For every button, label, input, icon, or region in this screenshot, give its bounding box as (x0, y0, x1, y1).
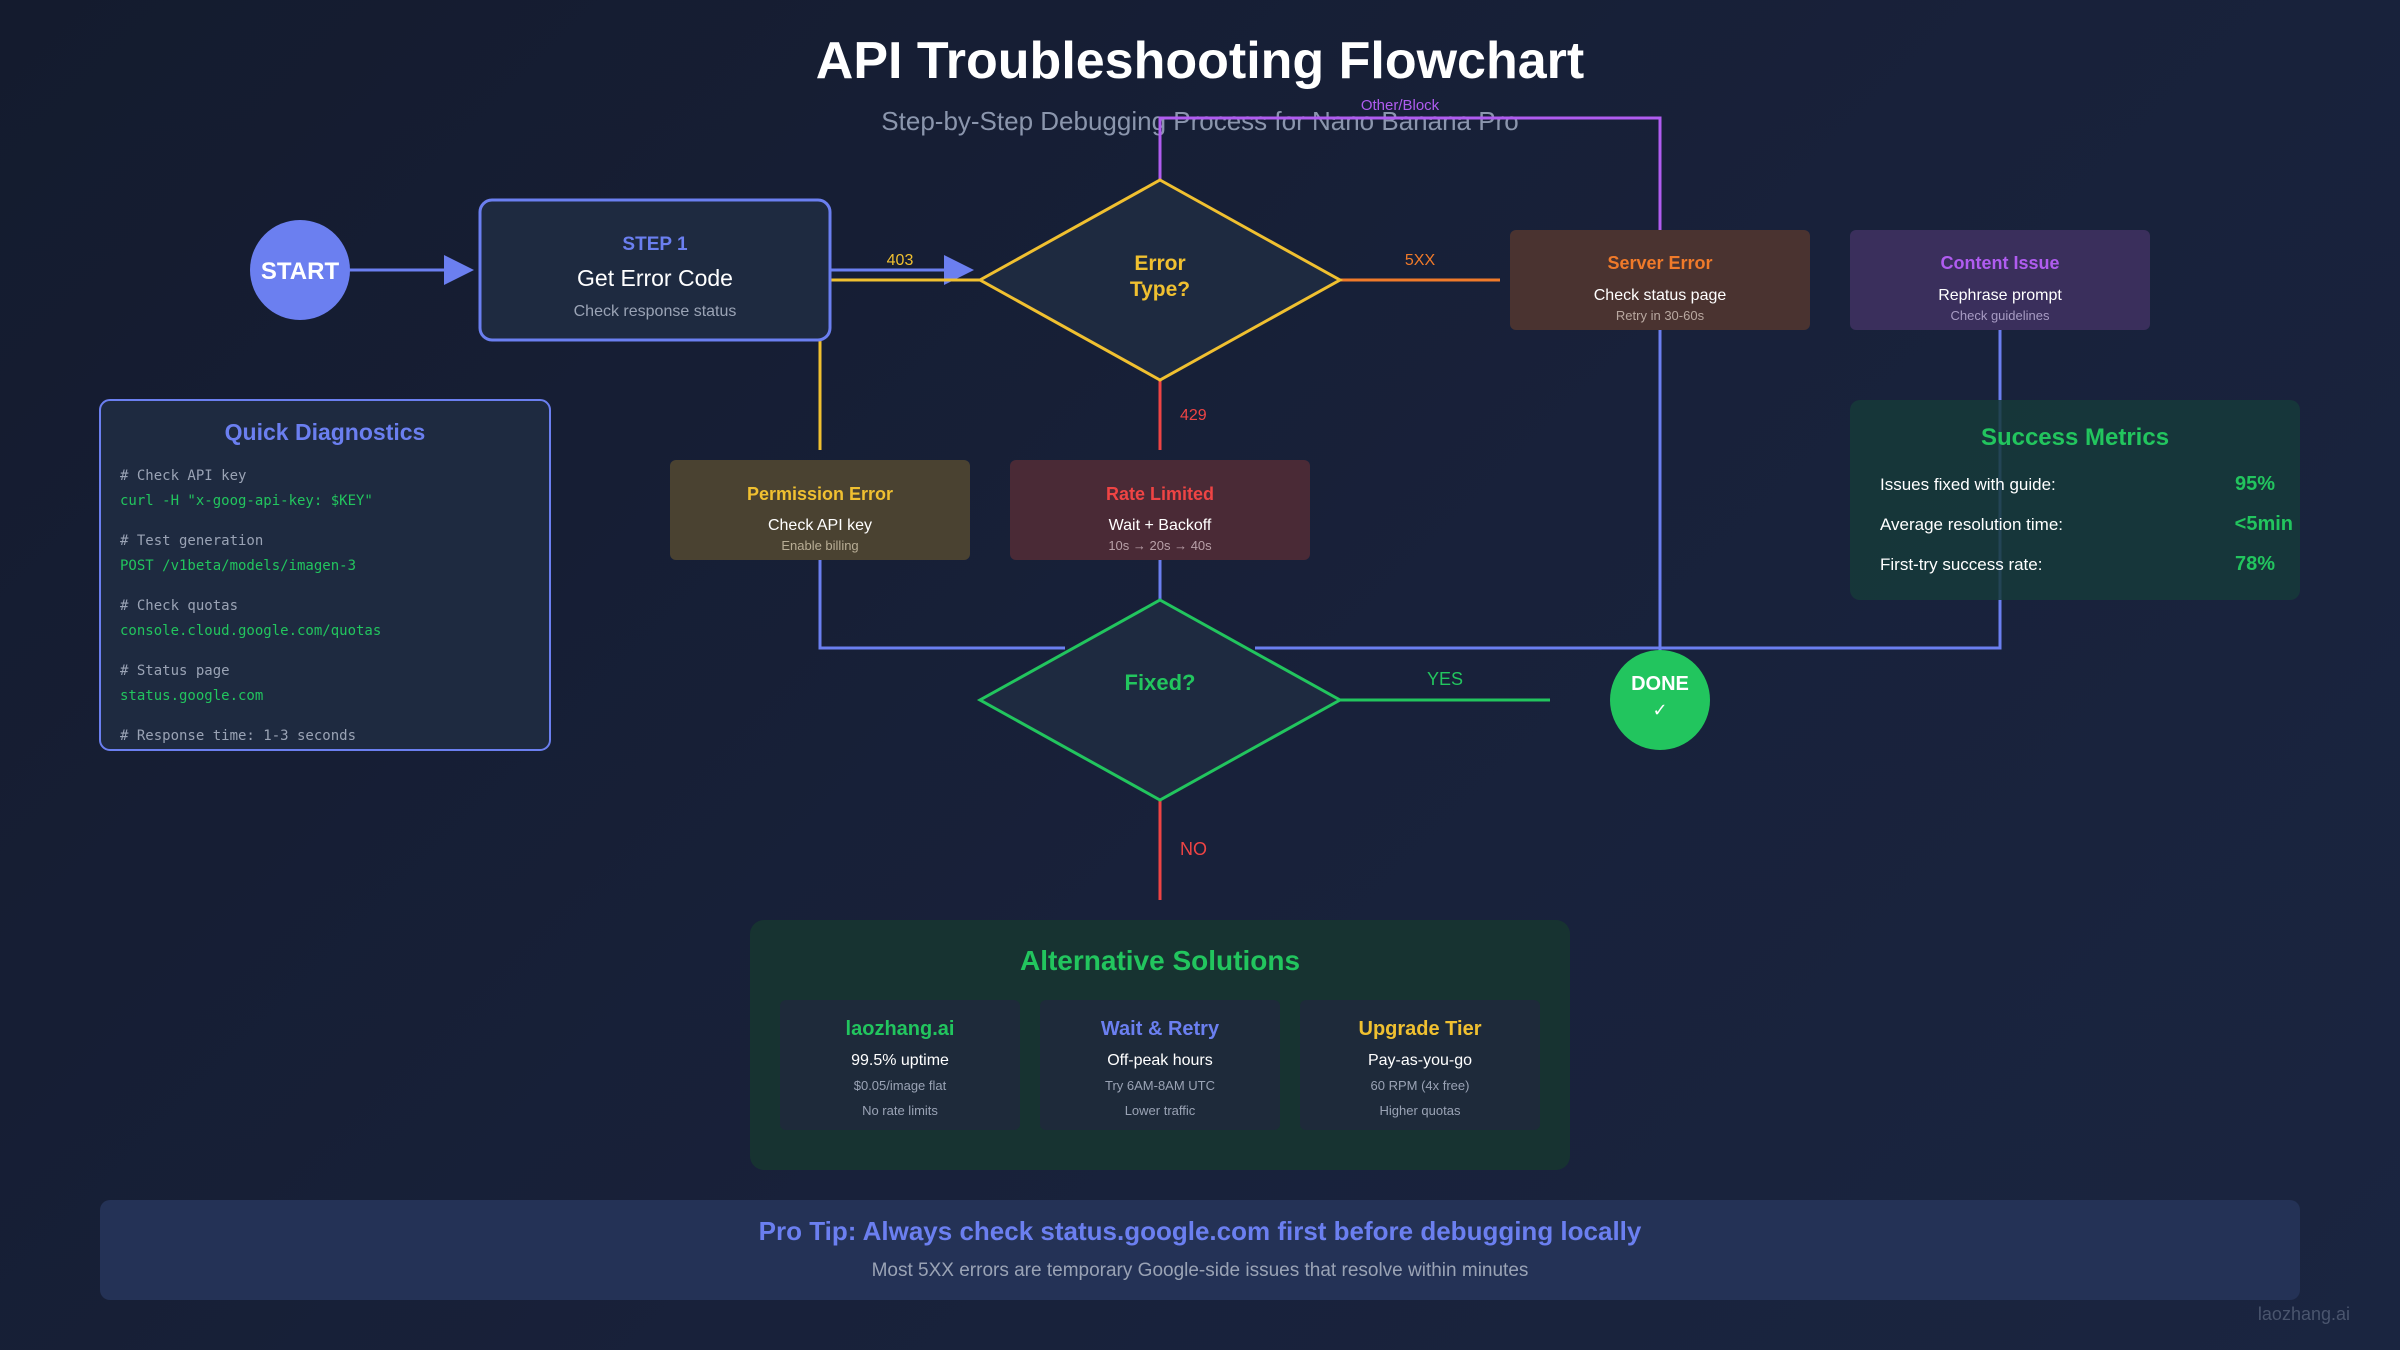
fixed-label: Fixed? (1125, 670, 1196, 695)
alt-card-laozhang[interactable]: laozhang.ai 99.5% uptime $0.05/image fla… (780, 1000, 1020, 1130)
diag-code-4[interactable]: status.google.com (120, 688, 263, 704)
metric-label-3: First-try success rate: (1880, 555, 2042, 574)
diag-code-1[interactable]: curl -H "x-goog-api-key: $KEY" (120, 493, 373, 509)
server-error-box[interactable]: Server Error Check status page Retry in … (1510, 230, 1810, 330)
metric-value-3: 78% (2235, 553, 2275, 575)
server-error-sub: Retry in 30-60s (1616, 308, 1705, 323)
fixed-diamond[interactable]: Fixed? (976, 598, 1344, 802)
start-node[interactable]: START (250, 220, 350, 320)
edge-label-403: 403 (887, 252, 914, 269)
alt-card-3-sub2: Higher quotas (1380, 1103, 1461, 1118)
start-label: START (261, 258, 340, 285)
permission-error-title: Permission Error (747, 484, 893, 504)
content-issue-box[interactable]: Content Issue Rephrase prompt Check guid… (1850, 230, 2150, 330)
edge-label-other: Other/Block (1361, 97, 1440, 114)
step1-box[interactable]: STEP 1 Get Error Code Check response sta… (478, 198, 832, 342)
pro-tip-banner: Pro Tip: Always check status.google.com … (100, 1200, 2300, 1300)
metric-value-1: 95% (2235, 473, 2275, 495)
alt-card-1-title: laozhang.ai (846, 1018, 955, 1040)
diag-footer: # Response time: 1-3 seconds (120, 728, 356, 744)
alt-card-1-main: 99.5% uptime (851, 1052, 949, 1069)
alt-card-1-sub1: $0.05/image flat (854, 1078, 947, 1093)
diag-comment-4: # Status page (120, 663, 230, 679)
page-subtitle: Step-by-Step Debugging Process for Nano … (881, 106, 1518, 136)
error-type-diamond[interactable]: Error Type? (976, 178, 1344, 382)
pro-tip-title: Pro Tip: Always check status.google.com … (759, 1216, 1642, 1246)
diag-code-2[interactable]: POST /v1beta/models/imagen-3 (120, 558, 356, 574)
edge-label-yes: YES (1427, 669, 1463, 689)
watermark: laozhang.ai (2258, 1304, 2350, 1324)
done-node[interactable]: DONE ✓ (1610, 650, 1710, 750)
pro-tip-sub: Most 5XX errors are temporary Google-sid… (872, 1260, 1529, 1281)
edge-label-429: 429 (1180, 407, 1207, 424)
edge-other-content (1158, 116, 1662, 230)
diag-comment-3: # Check quotas (120, 598, 238, 614)
alternatives-title: Alternative Solutions (1020, 945, 1300, 976)
metrics-title: Success Metrics (1981, 424, 2169, 451)
diagnostics-title: Quick Diagnostics (225, 419, 426, 445)
alt-card-3-title: Upgrade Tier (1359, 1018, 1482, 1040)
done-check-icon: ✓ (1652, 700, 1667, 720)
content-issue-main: Rephrase prompt (1938, 287, 2062, 304)
diag-code-3[interactable]: console.cloud.google.com/quotas (120, 623, 381, 639)
diag-comment-1: # Check API key (120, 468, 246, 484)
edge-permission-fixed (818, 560, 1065, 650)
alt-card-2-sub1: Try 6AM-8AM UTC (1105, 1078, 1215, 1093)
edge-label-5xx: 5XX (1405, 252, 1436, 269)
done-label: DONE (1631, 673, 1689, 695)
rate-limited-sub: 10s → 20s → 40s (1108, 538, 1212, 553)
content-issue-sub: Check guidelines (1950, 308, 2050, 323)
content-issue-title: Content Issue (1940, 253, 2059, 273)
page-title: API Troubleshooting Flowchart (816, 32, 1584, 90)
alt-card-2-main: Off-peak hours (1107, 1052, 1213, 1069)
metric-label-2: Average resolution time: (1880, 515, 2063, 534)
rate-limited-main: Wait + Backoff (1109, 517, 1212, 534)
permission-error-main: Check API key (768, 517, 872, 534)
rate-limited-box[interactable]: Rate Limited Wait + Backoff 10s → 20s → … (1010, 460, 1310, 560)
alt-card-wait-retry[interactable]: Wait & Retry Off-peak hours Try 6AM-8AM … (1040, 1000, 1280, 1130)
alt-card-3-sub1: 60 RPM (4x free) (1371, 1078, 1470, 1093)
diag-comment-2: # Test generation (120, 533, 263, 549)
edge-label-no: NO (1180, 839, 1207, 859)
alt-card-upgrade-tier[interactable]: Upgrade Tier Pay-as-you-go 60 RPM (4x fr… (1300, 1000, 1540, 1130)
step1-sub: Check response status (574, 303, 737, 320)
alt-card-2-sub2: Lower traffic (1125, 1103, 1196, 1118)
permission-error-sub: Enable billing (781, 538, 858, 553)
metric-label-1: Issues fixed with guide: (1880, 475, 2056, 494)
alt-card-2-title: Wait & Retry (1101, 1018, 1220, 1040)
step1-title: STEP 1 (622, 234, 688, 255)
server-error-title: Server Error (1607, 253, 1712, 273)
quick-diagnostics-panel: Quick Diagnostics # Check API key curl -… (99, 399, 551, 751)
metric-value-2: <5min (2235, 513, 2293, 535)
rate-limited-title: Rate Limited (1106, 484, 1214, 504)
edge-403-permission (818, 278, 980, 450)
alternative-solutions-panel: Alternative Solutions laozhang.ai 99.5% … (750, 920, 1570, 1170)
alt-card-1-sub2: No rate limits (862, 1103, 938, 1118)
server-error-main: Check status page (1594, 287, 1727, 304)
error-type-line2: Type? (1130, 278, 1190, 301)
alt-card-3-main: Pay-as-you-go (1368, 1052, 1472, 1069)
step1-main: Get Error Code (577, 265, 733, 291)
success-metrics-panel: Success Metrics Issues fixed with guide:… (1850, 400, 2300, 600)
permission-error-box[interactable]: Permission Error Check API key Enable bi… (670, 460, 970, 560)
error-type-line1: Error (1134, 252, 1185, 275)
